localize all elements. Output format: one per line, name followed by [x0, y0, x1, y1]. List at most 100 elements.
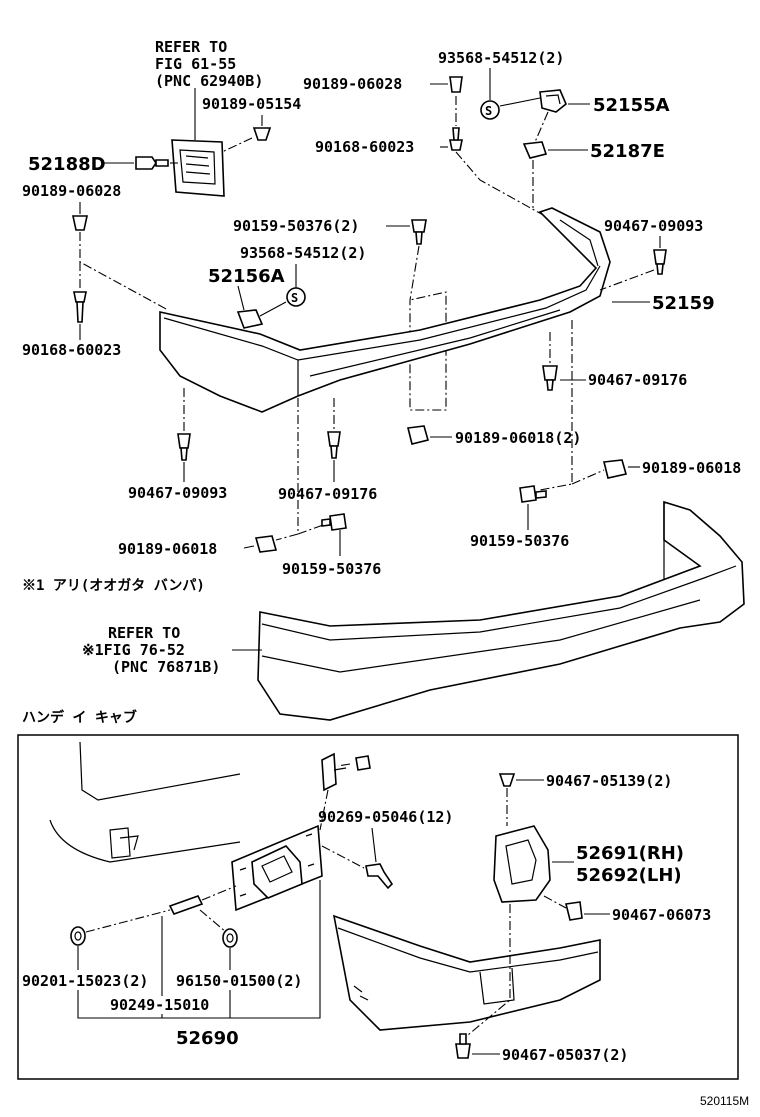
handy-cab-frame	[17, 734, 739, 1080]
large-bumper-7652	[257, 500, 745, 721]
label-52690: 52690	[176, 1028, 239, 1049]
dashline-pin	[201, 885, 237, 901]
clip-90467-09093-bottom	[177, 433, 191, 461]
label-90159-50376-2: 90159-50376(2)	[233, 217, 359, 235]
label-93568-54512-top: 93568-54512(2)	[438, 49, 564, 67]
s-mark-top: S	[485, 104, 492, 118]
label-90189-06018-right: 90189-06018	[642, 459, 741, 477]
label-90168-60023-left: 90168-60023	[22, 341, 121, 359]
bumper-cover-52159	[159, 207, 611, 413]
retainer-52155A	[539, 89, 567, 113]
label-90189-05154: 90189-05154	[202, 95, 301, 113]
clip-90467-09176-bottom	[327, 431, 341, 459]
dashline-bolt-inset	[337, 763, 351, 767]
label-90201-15023: 90201-15023(2)	[22, 972, 148, 990]
label-90467-09093-bottom: 90467-09093	[128, 484, 227, 502]
label-90467-09093-right: 90467-09093	[604, 217, 703, 235]
screw-52188D	[135, 156, 169, 170]
label-90467-09176-right: 90467-09176	[588, 371, 687, 389]
leader-bracket-52690	[77, 880, 321, 1019]
screw-90168-60023-left	[73, 291, 87, 323]
leader-bracket-ticks	[161, 990, 231, 1018]
s-mark-top-icon	[480, 100, 500, 120]
label-90467-05037: 90467-05037(2)	[502, 1046, 628, 1064]
handy-cab-title: ハンデ イ キャブ	[22, 709, 137, 726]
label-90189-06018-left: 90189-06018	[118, 540, 217, 558]
dashline-rivet	[321, 845, 365, 869]
label-90189-06018-2: 90189-06018(2)	[455, 429, 581, 447]
bolt-90159-50376-top	[411, 219, 427, 245]
dashline-bolt-box	[409, 245, 447, 411]
label-90467-06073: 90467-06073	[612, 906, 711, 924]
handle-52691-52692	[493, 825, 551, 903]
label-52159: 52159	[652, 293, 715, 314]
screw-90168-60023-top	[449, 127, 463, 151]
mount-plate	[321, 752, 347, 792]
refer-fig7652-line1: REFER TO	[108, 624, 180, 642]
label-90159-50376-right: 90159-50376	[470, 532, 569, 550]
dashline-right-nut	[571, 469, 605, 485]
figure-id: 520115M	[700, 1094, 749, 1108]
label-96150-01500: 96150-01500(2)	[176, 972, 302, 990]
leader-s-to-52156A	[259, 301, 287, 317]
leader-s-to-52155A	[499, 97, 541, 107]
dashline-left-lower	[275, 398, 299, 541]
label-93568-54512-mid: 93568-54512(2)	[240, 244, 366, 262]
label-52187E: 52187E	[590, 141, 665, 162]
dashline-right-lower	[539, 320, 573, 491]
dashline-clip-to-bracket	[221, 137, 253, 153]
clip-90467-05037	[455, 1033, 471, 1059]
label-52692: 52692(LH)	[576, 865, 682, 886]
label-90159-50376-bottom: 90159-50376	[282, 560, 381, 578]
leader-52156A	[237, 285, 245, 311]
rivet-90269-05046	[365, 863, 394, 890]
nut-90189-06018-right	[603, 459, 628, 479]
label-90168-60023-top: 90168-60023	[315, 138, 414, 156]
step-bracket-assembly	[231, 824, 323, 912]
vehicle-body-corner	[49, 741, 241, 863]
dashline-washer	[85, 909, 171, 933]
label-90467-05139: 90467-05139(2)	[546, 772, 672, 790]
label-90189-06028-top: 90189-06028	[303, 75, 402, 93]
label-52155A: 52155A	[593, 95, 670, 116]
washer-96150-01500	[222, 928, 238, 948]
clip-90189-05154	[252, 127, 272, 141]
leader-90189-06018-left	[243, 545, 255, 549]
retainer-52187E	[522, 141, 548, 159]
refer-fig6155-line2: FIG 61-55	[155, 55, 236, 73]
label-90467-09176-bottom: 90467-09176	[278, 485, 377, 503]
label-90189-06028-left: 90189-06028	[22, 182, 121, 200]
refer-fig6155-line1: REFER TO	[155, 38, 227, 56]
dashline-right-clip	[599, 269, 655, 291]
dashline-06073	[543, 895, 567, 909]
dashline-left-clip	[79, 232, 169, 311]
s-mark-mid-icon	[286, 287, 306, 307]
bolt-inset-top	[355, 755, 371, 771]
pin-90249-15010	[168, 895, 204, 915]
label-52188D: 52188D	[28, 154, 106, 175]
label-52156A: 52156A	[208, 266, 285, 287]
label-52691: 52691(RH)	[576, 843, 684, 864]
dashline-52155A-down	[534, 111, 549, 143]
clip-90467-06073	[565, 901, 583, 921]
clip-90189-06028-top	[449, 76, 463, 93]
clip-90467-09176-right	[542, 365, 558, 391]
refer-fig7652-line3: (PNC 76871B)	[112, 658, 220, 676]
bolt-90159-50376-bottom	[321, 513, 347, 531]
bolt-90159-50376-right	[519, 485, 547, 503]
refer-fig7652-line2: ※1FIG 76-52	[82, 641, 185, 659]
nut-90189-06018-left	[254, 535, 278, 553]
clip-90467-05139	[498, 773, 516, 787]
note-option: ※1 アリ(オオガタ バンパ)	[22, 578, 205, 594]
nut-90189-06018-center	[407, 425, 429, 445]
dashline-washer2	[199, 909, 227, 933]
refer-fig6155-line3: (PNC 62940B)	[155, 72, 263, 90]
dashline-handle-down	[461, 904, 511, 1041]
washer-90201-15023	[70, 926, 86, 946]
inset-bumper	[332, 914, 601, 1031]
reflector-bracket	[171, 139, 225, 197]
dashline-mount	[319, 789, 329, 831]
leader-90269-05046	[371, 827, 377, 863]
